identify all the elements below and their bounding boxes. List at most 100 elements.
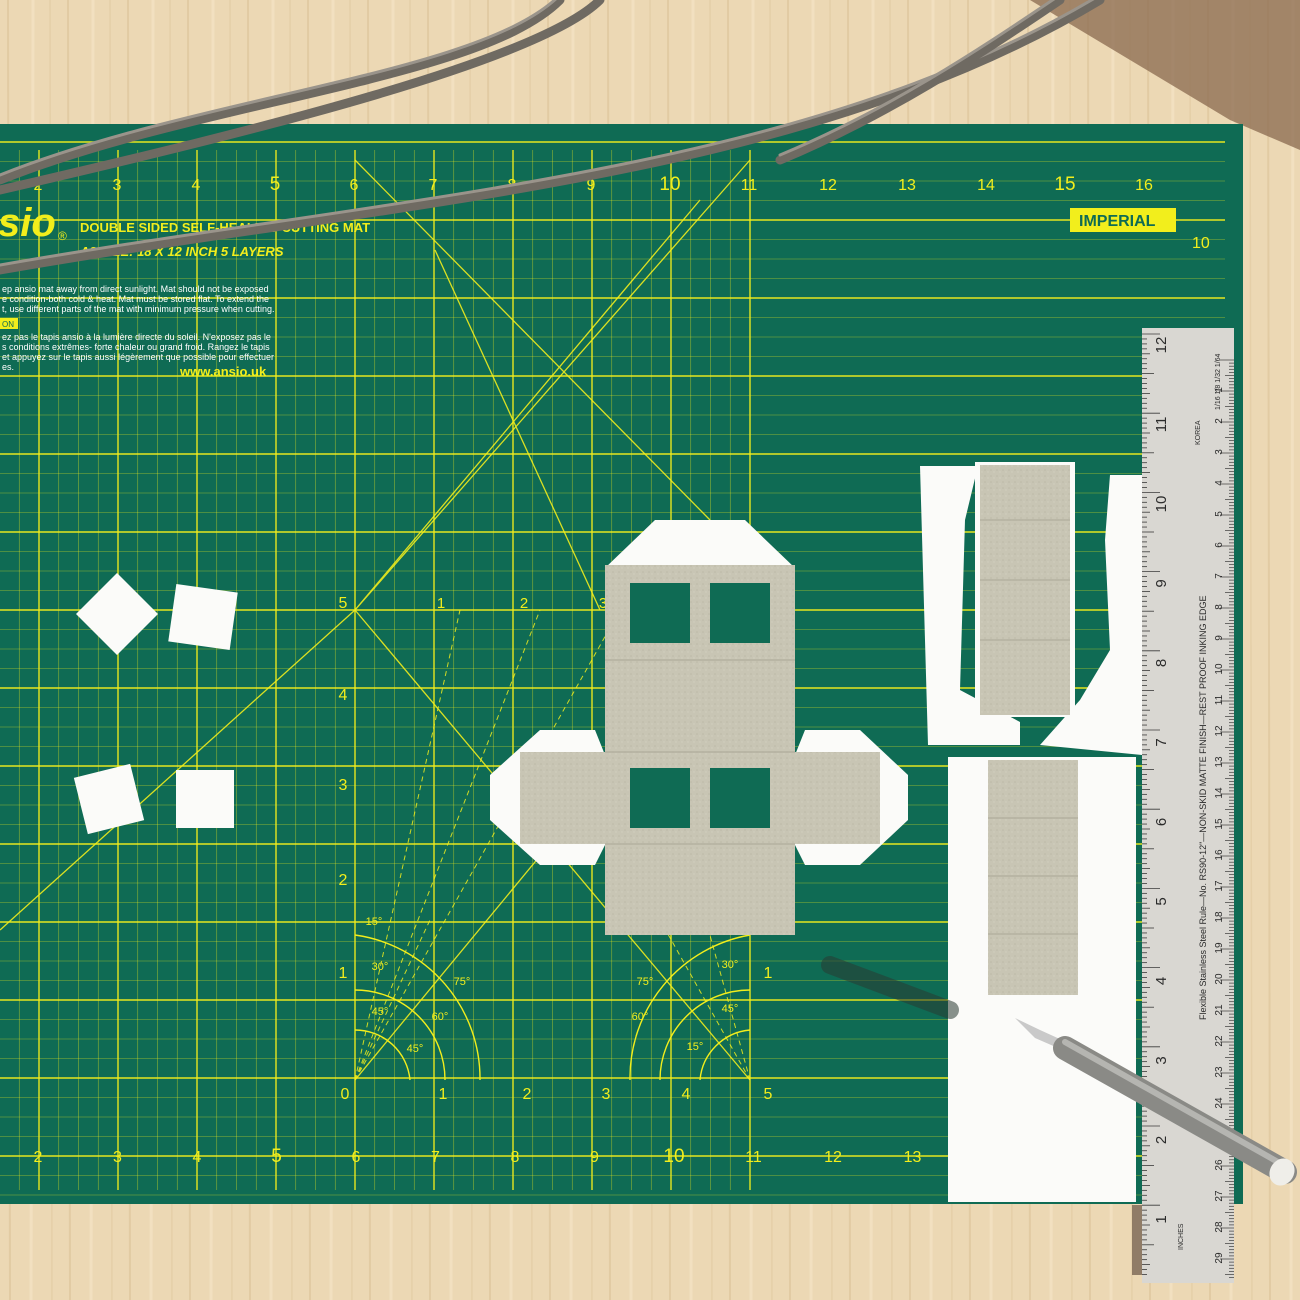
ruler-cm-number: 17 — [1214, 880, 1225, 892]
ruler-inches: INCHES — [1178, 1223, 1185, 1250]
house-net[interactable] — [490, 520, 908, 935]
ruler-inch-number: 9 — [1153, 579, 1170, 587]
top-scale-label: 10 — [659, 174, 680, 195]
bottom-scale-label: 3 — [113, 1149, 122, 1166]
cutout-sheet-right — [1040, 475, 1142, 755]
angle-label: 15° — [687, 1041, 704, 1053]
top-scale-label: 7 — [429, 177, 438, 194]
ruler-cm-number: 18 — [1214, 911, 1225, 923]
ruler-ticks: 1211109876543211234567891011121314151617… — [1142, 333, 1234, 1278]
window-bottom-right — [710, 768, 770, 828]
lower-strip-card — [988, 760, 1078, 995]
ruler-cm-number: 3 — [1214, 449, 1225, 455]
knife-shadow — [821, 956, 959, 1019]
ruler-inch-number: 4 — [1153, 977, 1170, 985]
top-scale-label: 5 — [270, 174, 281, 195]
top-scale-label: 15 — [1054, 174, 1075, 195]
warning-fr-4: es. — [2, 362, 14, 372]
bottom-scale-label: 7 — [431, 1149, 440, 1166]
brand-logo: sio — [0, 201, 56, 245]
top-scale-label: 4 — [192, 177, 201, 194]
top-scale-label: 6 — [350, 177, 359, 194]
right-wall — [795, 752, 880, 844]
ruler-cm-number: 13 — [1214, 756, 1225, 768]
window-top-left — [630, 583, 690, 643]
ruler-cm-number: 1 — [1214, 387, 1225, 393]
ruler-cm-number: 22 — [1214, 1035, 1225, 1047]
cutout-sheet-left — [920, 466, 1020, 745]
left-inner-scale-label: 5 — [339, 595, 348, 612]
ruler-cm-number: 29 — [1214, 1252, 1225, 1264]
angle-label: 60° — [632, 1011, 649, 1023]
ruler-fractions: 1/16 1/8 1/32 1/64 — [1215, 353, 1222, 410]
bottom-scale-label: 6 — [352, 1149, 361, 1166]
craft-knife[interactable] — [821, 956, 1299, 1190]
left-inner-scale-label: 2 — [339, 872, 348, 889]
top-scale-label: 14 — [977, 177, 995, 194]
ruler-inch-number: 5 — [1153, 897, 1170, 905]
right-scale-label: 10 — [1192, 235, 1210, 252]
top-scale-label: 3 — [113, 177, 122, 194]
window-top-right — [710, 583, 770, 643]
inner-bottom-scale-label: 3 — [602, 1086, 611, 1103]
ruler-inch-number: 3 — [1153, 1056, 1170, 1064]
paper-square-4[interactable] — [176, 770, 234, 828]
ruler-inch-number: 6 — [1153, 818, 1170, 826]
inner-bottom-scale-label: 5 — [764, 1086, 773, 1103]
mat-diagonals — [0, 159, 751, 1081]
warning-fr-2: s conditions extrêmes- forte chaleur ou … — [2, 342, 270, 352]
ruler-cm-number: 5 — [1214, 511, 1225, 517]
ruler-inch-number: 2 — [1153, 1136, 1170, 1144]
roof-flap — [605, 520, 795, 568]
top-scale-label: 12 — [819, 177, 837, 194]
top-scale-label: 11 — [741, 177, 758, 194]
paper-square-3[interactable] — [73, 763, 145, 835]
angle-label: 75° — [454, 976, 471, 988]
ruler-cm-number: 10 — [1214, 663, 1225, 675]
knife-blade — [1015, 1018, 1062, 1048]
inner-top-scale-label: 2 — [520, 595, 528, 612]
ruler-inch-number: 1 — [1153, 1215, 1170, 1223]
ruler-cm-number: 7 — [1214, 573, 1225, 579]
bottom-scale-label: 4 — [193, 1149, 202, 1166]
top-scale-label: 13 — [898, 177, 916, 194]
bottom-scale-label: 13 — [904, 1149, 922, 1166]
imperial-badge: IMPERIAL — [1079, 213, 1156, 230]
registered-mark: ® — [58, 229, 67, 243]
inner-top-scale-label: 3 — [599, 595, 607, 612]
angle-label: 45° — [372, 1006, 389, 1018]
inner-right-scale-label: 1 — [764, 965, 773, 982]
ruler-cm-number: 24 — [1214, 1097, 1225, 1109]
inner-bottom-scale-label: 0 — [341, 1086, 350, 1103]
ruler-inch-number: 7 — [1153, 738, 1170, 746]
ruler-cm-number: 23 — [1214, 1066, 1225, 1078]
ruler-cm-number: 16 — [1214, 849, 1225, 861]
ruler-cm-number: 11 — [1214, 694, 1225, 705]
angle-label: 15° — [366, 916, 383, 928]
ruler-cm-number: 2 — [1214, 418, 1225, 424]
left-inner-scale-label: 3 — [339, 777, 348, 794]
ruler-inch-number: 12 — [1153, 337, 1170, 354]
ruler-cm-number: 8 — [1214, 604, 1225, 610]
mat-branding: sio ® DOUBLE SIDED SELF-HEALING CUTTING … — [0, 201, 1210, 379]
inner-bottom-scale-label: 1 — [439, 1086, 448, 1103]
ruler-korea: KOREA — [1195, 420, 1202, 445]
ruler-inch-number: 10 — [1153, 496, 1170, 513]
left-inner-scale-label: 4 — [339, 687, 348, 704]
ruler-inch-number: 11 — [1153, 417, 1170, 433]
window-bottom-left — [630, 768, 690, 828]
top-scale-label: 9 — [587, 177, 596, 194]
lower-sheet[interactable] — [948, 757, 1136, 1202]
paper-square-2[interactable] — [168, 583, 238, 651]
desk-shadow — [1030, 0, 1300, 150]
cutout-sheet[interactable] — [920, 462, 1142, 755]
angle-label: 75° — [637, 976, 654, 988]
inner-bottom-scale-label: 2 — [523, 1086, 532, 1103]
angle-label: 30° — [722, 959, 739, 971]
left-wall — [520, 752, 605, 844]
angle-label: 45° — [407, 1043, 424, 1055]
ruler-cm-number: 12 — [1214, 725, 1225, 737]
ruler-cm-number: 9 — [1214, 635, 1225, 641]
